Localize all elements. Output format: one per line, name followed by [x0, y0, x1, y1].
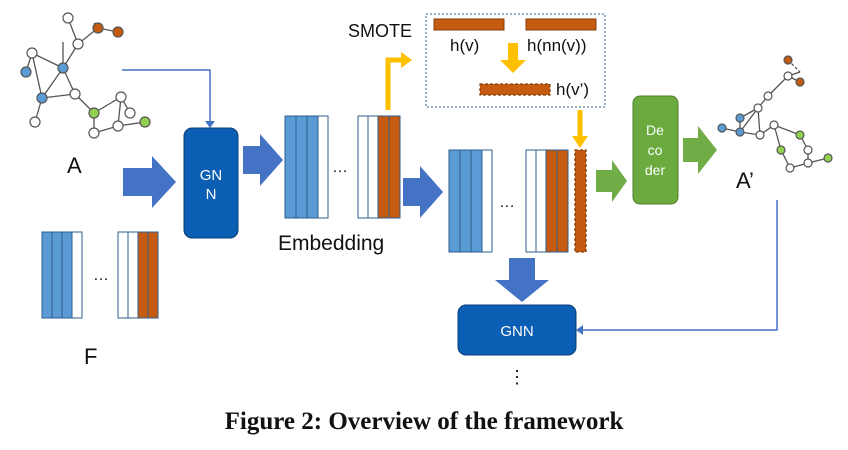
gnn-classifier-box [457, 304, 577, 356]
graph-a-nodes [20, 12, 151, 139]
arrow-embedding-to-smote [385, 57, 402, 110]
h-v-prime-label: h(v’) [556, 80, 589, 99]
smote-label: SMOTE [348, 21, 412, 41]
decoder-box [632, 95, 679, 205]
arrow-embedding-to-augmented [403, 166, 443, 218]
smote-down-arrow [500, 43, 526, 73]
feature-matrix-f [41, 231, 159, 319]
smote-box [425, 13, 606, 108]
arrow-decoder-to-graph [683, 126, 717, 174]
embedding-ellipsis: … [332, 159, 348, 176]
augmented-embedding-matrix [448, 149, 569, 253]
decoder-label-2: co [648, 142, 663, 158]
embedding-label: Embedding [278, 232, 384, 255]
gnn-encoder-box [183, 127, 239, 239]
arrow-smote-to-new-embedding-head [572, 136, 588, 148]
gnn-encoder-label-2: N [206, 186, 217, 203]
h-nn-v-label: h(nn(v)) [527, 36, 587, 55]
arrow-augmented-to-gnn [495, 258, 549, 302]
figure-caption: Figure 2: Overview of the framework [225, 408, 624, 435]
h-nn-v-bar [525, 18, 597, 31]
gnn-classifier-label: GNN [500, 323, 533, 340]
h-v-bar [433, 18, 505, 31]
arrow-embedding-to-smote-head [401, 52, 412, 68]
h-v-prime-bar [479, 83, 551, 96]
connector-a-to-gnn [122, 69, 211, 123]
feature-ellipsis: … [93, 267, 109, 284]
h-v-label: h(v) [450, 36, 479, 55]
arrow-gnn-to-embedding [243, 134, 283, 186]
features-label: F [84, 344, 97, 369]
augmented-ellipsis: … [499, 194, 515, 211]
connector-a-prime-to-gnn [582, 200, 778, 331]
graph-a-label: A [67, 153, 82, 178]
arrow-augmented-to-decoder [596, 160, 627, 202]
vertical-ellipsis: ⋮ [508, 367, 526, 387]
arrow-a-to-gnn [123, 156, 176, 208]
decoder-label-3: der [645, 162, 666, 178]
synthetic-embedding-column [574, 149, 587, 253]
graph-a-prime-nodes [717, 55, 833, 173]
connector-a-to-gnn-head [205, 121, 215, 128]
graph-a-prime-label: A’ [736, 168, 754, 193]
embedding-matrix [284, 115, 401, 219]
connector-a-prime-to-gnn-head [576, 325, 583, 335]
decoder-label-1: De [646, 122, 664, 138]
gnn-encoder-label-1: GN [200, 167, 223, 184]
